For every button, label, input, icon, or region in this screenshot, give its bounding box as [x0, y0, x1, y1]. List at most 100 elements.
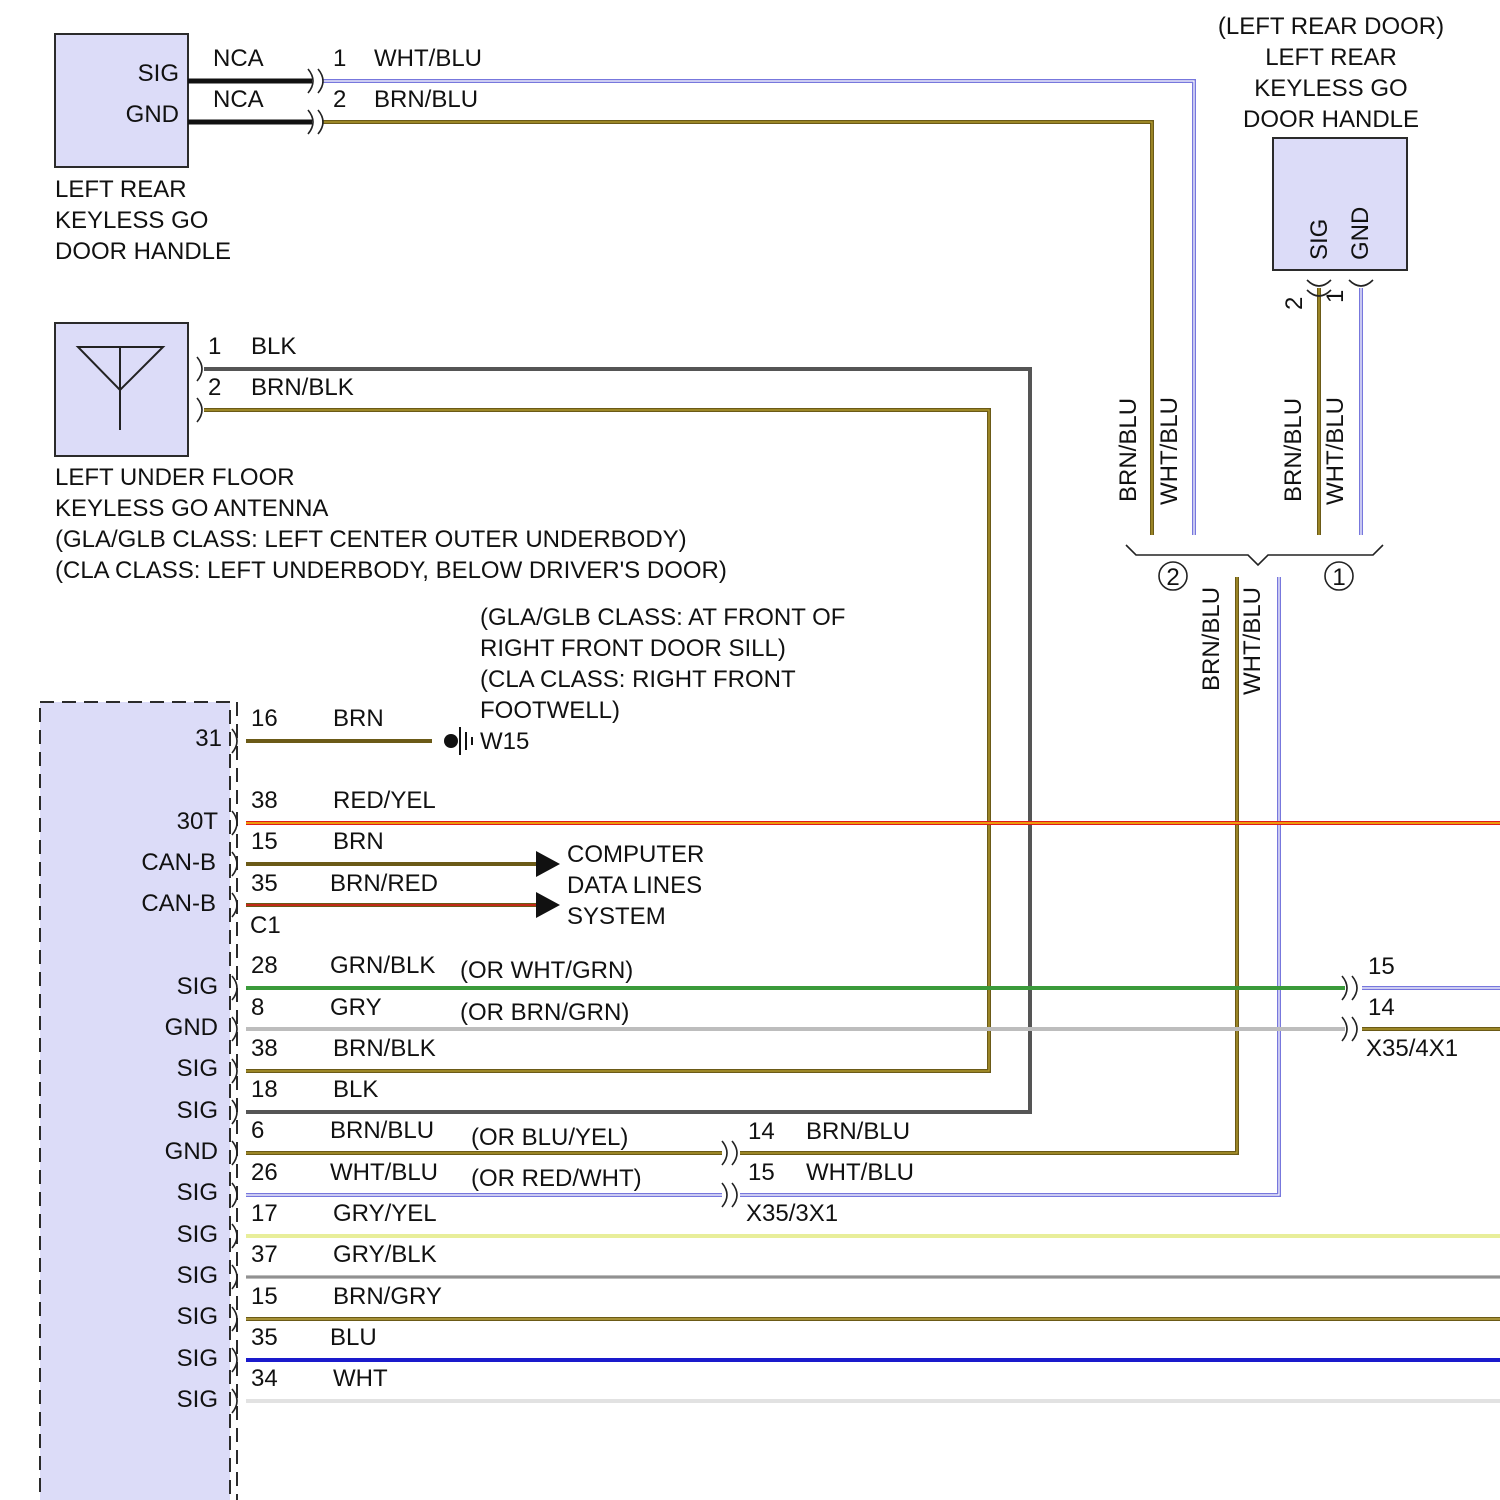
pin-number: 38	[251, 787, 278, 814]
door-handle-pin-num-1: 1	[333, 45, 346, 72]
x354-pin-15: 15	[1368, 953, 1395, 980]
pin-number: 15	[251, 1283, 278, 1310]
pin-wire-color: BRN/GRY	[333, 1283, 442, 1310]
rdh-pin-num-1: 1	[1322, 290, 1349, 303]
door-handle-wire-color-1: WHT/BLU	[374, 45, 482, 72]
x354-pin-14: 14	[1368, 994, 1395, 1021]
splice-2-id: 2	[1166, 564, 1179, 591]
cdl-text-2: DATA LINES	[567, 872, 702, 899]
pin-wire-color: GRY/BLK	[333, 1241, 437, 1268]
antenna-pin-num-1: 1	[208, 333, 221, 360]
rdh-title-1: LEFT REAR	[1265, 44, 1397, 71]
door-handle-wire-color-2: BRN/BLU	[374, 86, 478, 113]
pin-wire-color: BLK	[333, 1076, 378, 1103]
vlabel-upper-2: WHT/BLU	[1156, 397, 1183, 505]
door-handle-pin-gnd: GND	[126, 101, 179, 128]
ground-note-1: (GLA/GLB CLASS: AT FRONT OF	[480, 604, 845, 631]
pin-fn: GND	[165, 1138, 218, 1165]
pin-wire-color: WHT/BLU	[330, 1159, 438, 1186]
cdl-text-3: SYSTEM	[567, 903, 666, 930]
wire-door-wht-blu-core	[322, 81, 1194, 535]
pin-fn: CAN-B	[141, 890, 216, 917]
pin-wire-color: GRY	[330, 994, 382, 1021]
pin-fn: GND	[165, 1014, 218, 1041]
antenna-connector-2	[197, 398, 202, 422]
module-connector-c1: C1	[250, 912, 281, 939]
pin-fn: 30T	[177, 808, 219, 835]
pin-alt-color: (OR RED/WHT)	[471, 1165, 642, 1192]
pin-fn: SIG	[177, 1221, 218, 1248]
pin-wire-color: BRN	[333, 828, 384, 855]
connector-x35-3x1: 14 15 BRN/BLU WHT/BLU X35/3X1	[722, 1118, 914, 1227]
pin-wire-color: WHT	[333, 1365, 388, 1392]
connector-x35-4x1: 15 14 X35/4X1	[1342, 953, 1458, 1062]
module-pin-row-4: SIG 28 GRN/BLK (OR WHT/GRN)	[177, 952, 634, 1000]
antenna-title-2: KEYLESS GO ANTENNA	[55, 495, 328, 522]
x354-name: X35/4X1	[1366, 1035, 1458, 1062]
pin-alt-color: (OR BLU/YEL)	[471, 1124, 628, 1151]
antenna-note-1: (GLA/GLB CLASS: LEFT CENTER OUTER UNDERB…	[55, 526, 687, 553]
rdh-pin-sig: SIG	[1306, 219, 1333, 260]
door-handle-ref-1: NCA	[213, 45, 264, 72]
ground-note-4: FOOTWELL)	[480, 697, 620, 724]
computer-data-lines: COMPUTER DATA LINES SYSTEM	[536, 841, 704, 930]
antenna-pin-num-2: 2	[208, 374, 221, 401]
antenna-wire-color-1: BLK	[251, 333, 296, 360]
door-handle-title-3: DOOR HANDLE	[55, 238, 231, 265]
pin-number: 28	[251, 952, 278, 979]
vlabel-upper-4: WHT/BLU	[1322, 397, 1349, 505]
splice-1-id: 1	[1332, 564, 1345, 591]
antenna-note-2: (CLA CLASS: LEFT UNDERBODY, BELOW DRIVER…	[55, 557, 727, 584]
pin-fn: SIG	[177, 1262, 218, 1289]
door-handle-component: SIG GND NCA NCA 1 2 WHT/BLU BRN/BLU LEFT…	[55, 34, 482, 265]
pin-wire-color: BLU	[330, 1324, 377, 1351]
pin-connector	[232, 852, 237, 876]
rdh-connector-1	[1349, 280, 1373, 286]
pin-fn: SIG	[177, 1179, 218, 1206]
pin-fn: SIG	[177, 1097, 218, 1124]
wire-door-brn-blu-core	[322, 122, 1152, 535]
pin-number: 37	[251, 1241, 278, 1268]
door-handle-pin-num-2: 2	[333, 86, 346, 113]
x353-conn-14	[722, 1141, 737, 1165]
pin-fn: SIG	[177, 1303, 218, 1330]
wire-door-brn-blu	[322, 122, 1152, 535]
pin-wire-color: GRN/BLK	[330, 952, 435, 979]
arrow-can-b-1	[536, 851, 560, 877]
pin-number: 35	[251, 870, 278, 897]
ground-w15: (GLA/GLB CLASS: AT FRONT OF RIGHT FRONT …	[444, 604, 845, 755]
pin-number: 17	[251, 1200, 278, 1227]
pin-connector	[232, 1224, 237, 1248]
pin-number: 15	[251, 828, 278, 855]
pin-number: 8	[251, 994, 264, 1021]
pin-number: 38	[251, 1035, 278, 1062]
door-handle-title-2: KEYLESS GO	[55, 207, 208, 234]
pin-number: 34	[251, 1365, 278, 1392]
pin-wire-color: RED/YEL	[333, 787, 436, 814]
x353-color-15: WHT/BLU	[806, 1159, 914, 1186]
pin-wire-color: BRN	[333, 705, 384, 732]
pin-fn: 31	[195, 725, 222, 752]
door-handle-right-component: (LEFT REAR DOOR) LEFT REAR KEYLESS GO DO…	[1218, 13, 1444, 310]
vlabel-upper-1: BRN/BLU	[1115, 398, 1142, 502]
splice-bracket	[1126, 545, 1383, 565]
pin-wire-color: GRY/YEL	[333, 1200, 437, 1227]
pin-wire-color: BRN/BLU	[330, 1117, 434, 1144]
ground-id: W15	[480, 728, 529, 755]
rdh-title-2: KEYLESS GO	[1254, 75, 1407, 102]
arrow-can-b-2	[536, 892, 560, 918]
pin-number: 18	[251, 1076, 278, 1103]
ground-note-2: RIGHT FRONT DOOR SILL)	[480, 635, 786, 662]
antenna-wire-color-2: BRN/BLK	[251, 374, 354, 401]
rdh-pin-gnd: GND	[1347, 207, 1374, 260]
pin-wire-color: BRN/RED	[330, 870, 438, 897]
module-pin-row-5: GND 8 GRY (OR BRN/GRN)	[165, 994, 630, 1041]
vlabel-upper-3: BRN/BLU	[1280, 398, 1307, 502]
vlabel-lower-2: WHT/BLU	[1239, 587, 1266, 695]
pin-fn: CAN-B	[141, 849, 216, 876]
rdh-pin-num-2: 2	[1281, 297, 1308, 310]
pin-fn: SIG	[177, 973, 218, 1000]
pin-fn: SIG	[177, 1055, 218, 1082]
door-handle-title-1: LEFT REAR	[55, 176, 187, 203]
